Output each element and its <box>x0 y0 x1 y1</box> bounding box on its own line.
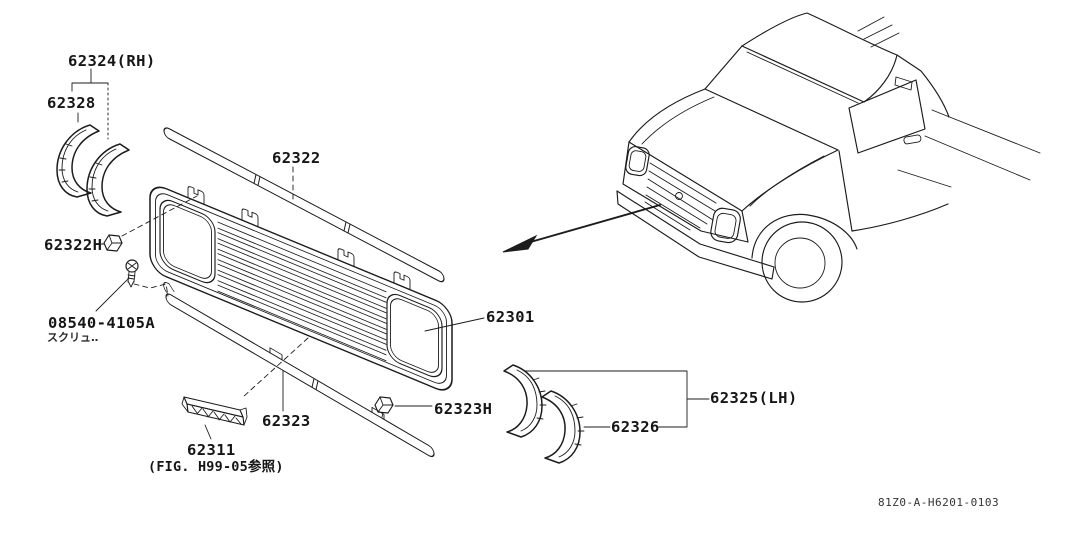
label-62322: 62322 <box>272 149 321 167</box>
lower-moulding-end-hook <box>163 282 175 295</box>
car-headlight-right-inner <box>714 212 737 239</box>
label-62326: 62326 <box>611 418 660 436</box>
car-grille-badge <box>675 192 683 200</box>
clip-62323h-icon <box>374 396 394 418</box>
clip-62322h-icon <box>103 234 123 252</box>
lower-moulding-bar <box>165 293 435 458</box>
car-hood-front-edge <box>628 141 743 212</box>
dash-screw-to-strip <box>133 283 169 297</box>
car-roof-line <box>741 12 950 118</box>
leader-screw <box>95 277 130 312</box>
top-moulding-joints <box>253 173 351 234</box>
car-illustration <box>616 12 1041 303</box>
grille-assembly-drawing <box>149 186 453 391</box>
label-62323h: 62323H <box>434 400 492 418</box>
label-62322h: 62322H <box>44 236 102 254</box>
car-headlight-left-inner <box>628 150 647 172</box>
car-door-window <box>848 79 926 154</box>
label-62324rh: 62324(RH) <box>68 52 156 70</box>
dash-clip-to-grille <box>121 195 198 237</box>
car-cowl-line <box>704 88 839 151</box>
car-door-edge <box>838 150 853 232</box>
emblem-62311-drawing <box>181 396 248 426</box>
car-wheel-tire <box>761 221 843 303</box>
pointer-arrow-icon <box>502 204 661 253</box>
car-headlight-left <box>625 146 650 177</box>
car-bed-lines <box>897 109 1041 188</box>
car-hood-creases <box>641 96 825 207</box>
leader-62311 <box>204 424 212 440</box>
car-rocker-line <box>851 203 949 232</box>
moulding-rh-outer-piece <box>56 124 100 198</box>
doc-code: 81Z0-A-H6201-0103 <box>878 496 999 509</box>
car-hood-left-edge <box>628 88 706 143</box>
car-wheel-rim <box>774 237 826 289</box>
label-62311: 62311 <box>187 441 236 459</box>
dash-grille-to-emblem <box>242 337 309 398</box>
label-screw: 08540-4105A <box>48 314 155 332</box>
grille-outer-frame <box>149 186 453 391</box>
leader-62301 <box>424 317 485 332</box>
car-a-pillar <box>704 45 743 90</box>
car-door-handle <box>903 134 922 145</box>
moulding-rh-inner-piece <box>86 143 130 217</box>
bracket-62324 <box>71 68 109 123</box>
car-roof-right-edge <box>863 54 898 103</box>
label-62301: 62301 <box>486 308 535 326</box>
label-62323: 62323 <box>262 412 311 430</box>
grille-left-lamp-opening <box>159 199 216 284</box>
leader-lines <box>71 68 710 440</box>
car-windshield-top <box>741 45 865 103</box>
grille-left-lamp-opening-inner <box>163 204 212 279</box>
car-headlight-right <box>710 207 741 244</box>
screw-icon <box>125 259 139 288</box>
top-moulding-bar <box>163 127 445 283</box>
lower-moulding-drawing <box>163 282 435 458</box>
label-fig-reference: (FIG. H99-05参照) <box>148 458 284 475</box>
grille-right-lamp-opening-inner <box>390 298 439 373</box>
car-rear-pillar-detail <box>894 76 913 91</box>
car-fender-top <box>741 149 839 212</box>
label-screw-japanese: スクリュ‥ <box>47 331 98 344</box>
grille-inner-frame <box>155 193 447 384</box>
grille-slats <box>217 221 387 362</box>
car-bumper <box>616 190 775 280</box>
car-wheel-arch <box>751 213 858 259</box>
label-62328: 62328 <box>47 94 96 112</box>
car-windshield-inner <box>746 51 859 104</box>
moulding-lh-inner-piece <box>541 390 585 464</box>
label-62325lh: 62325(LH) <box>710 389 798 407</box>
car-speed-lines <box>857 16 900 48</box>
moulding-lh-outer-piece <box>503 364 547 438</box>
grille-mounting-clips <box>187 186 411 291</box>
grille-right-lamp-opening <box>386 293 443 378</box>
top-moulding-drawing <box>163 127 445 283</box>
bracket-62325 <box>523 370 710 428</box>
